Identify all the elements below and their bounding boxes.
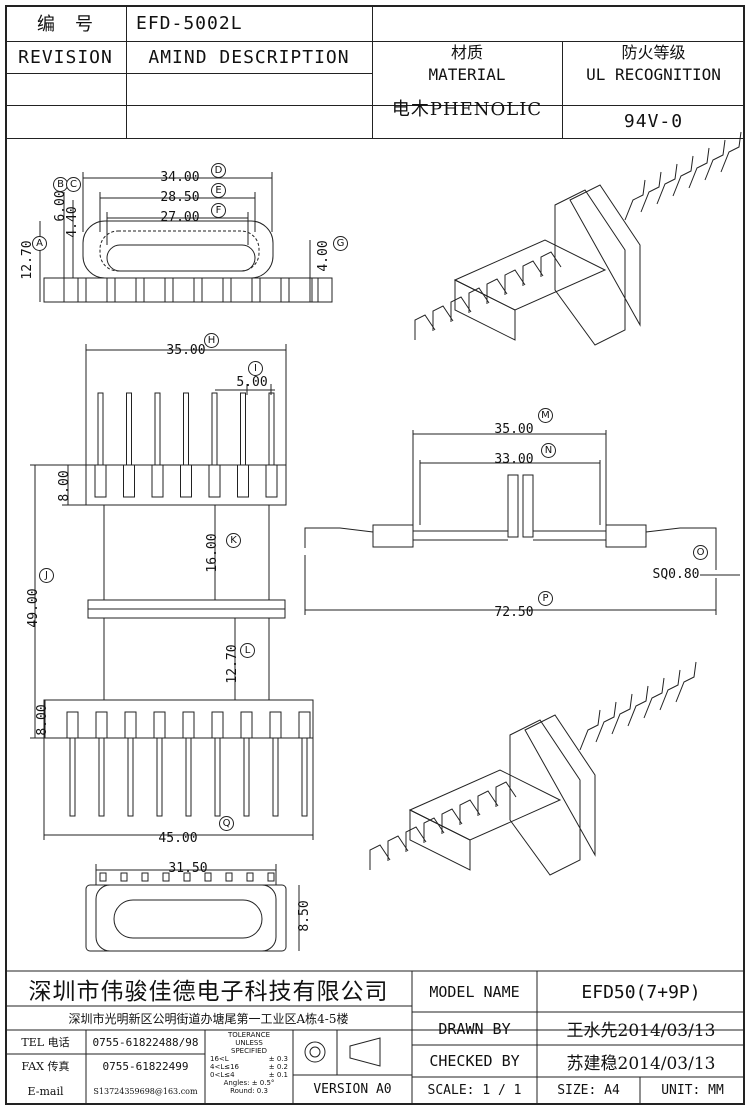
ul-en: UL RECOGNITION xyxy=(586,64,721,84)
callout-a: A xyxy=(32,236,47,251)
callout-h: H xyxy=(204,333,219,348)
dim-12-7-b: 12.70 xyxy=(224,644,240,684)
callout-q: Q xyxy=(219,816,234,831)
isometric-top-view xyxy=(414,131,742,346)
tol-round: Round: 0.3 xyxy=(230,1087,268,1095)
top-view xyxy=(39,172,333,303)
dim-16: 16.00 xyxy=(204,533,220,573)
tol-value-1: ± 0.3 xyxy=(268,1055,288,1063)
tol-range-3: 0<L≤4 xyxy=(210,1071,235,1079)
checked-label: CHECKED BY xyxy=(429,1052,520,1070)
front-view xyxy=(30,344,314,840)
size-label: SIZE: A4 xyxy=(557,1083,620,1098)
callout-m: M xyxy=(538,408,553,423)
description-label: AMIND DESCRIPTION xyxy=(148,46,350,68)
tol-angles: Angles: ± 0.5° xyxy=(223,1079,275,1087)
dim-8-a: 8.00 xyxy=(56,470,72,502)
dim-8-5: 8.50 xyxy=(296,900,312,932)
fax-label: FAX 传真 xyxy=(21,1060,70,1073)
drawn-value: 王水先2014/03/13 xyxy=(566,1021,716,1041)
dim-72-5: 72.50 xyxy=(494,604,534,620)
company-name: 深圳市伟骏佳德电子科技有限公司 xyxy=(28,979,389,1005)
model-label: MODEL NAME xyxy=(429,983,520,1001)
tolerance-block: TOLERANCE UNLESS SPECIFIED 16<L ± 0.3 4<L… xyxy=(206,1031,292,1104)
tol-range-1: 16<L xyxy=(210,1055,229,1063)
tolerance-title: TOLERANCE xyxy=(227,1031,271,1039)
company-address: 深圳市光明新区公明街道办塘尾第一工业区A栋4-5楼 xyxy=(68,1011,349,1026)
callout-p: P xyxy=(538,591,553,606)
revision-label: REVISION xyxy=(18,46,113,68)
dim-27: 27.00 xyxy=(160,209,200,225)
dim-4: 4.00 xyxy=(315,240,331,272)
scale-label: SCALE: 1 / 1 xyxy=(427,1083,522,1098)
email-value: S13724359698@163.com xyxy=(93,1086,198,1096)
ul-value: 94V-0 xyxy=(623,111,684,132)
isometric-bottom-view xyxy=(369,661,697,876)
callout-l: L xyxy=(240,643,255,658)
drawing-sheet xyxy=(5,5,745,1105)
dim-sq: SQ0.80 xyxy=(652,566,700,582)
dim-45: 45.00 xyxy=(158,830,198,846)
dim-49: 49.00 xyxy=(25,588,41,628)
side-view xyxy=(304,430,740,615)
dim-34: 34.00 xyxy=(160,169,200,185)
callout-f: F xyxy=(211,203,226,218)
callout-n: N xyxy=(541,443,556,458)
dim-33: 33.00 xyxy=(494,451,534,467)
tol-value-3: ± 0.1 xyxy=(268,1071,288,1079)
unit-label: UNIT: MM xyxy=(661,1083,724,1098)
tolerance-unless: UNLESS xyxy=(235,1039,263,1047)
dim-4-4: 4.40 xyxy=(64,206,80,238)
dim-8-b: 8.00 xyxy=(34,704,50,736)
callout-i: I xyxy=(248,361,263,376)
callout-e: E xyxy=(211,183,226,198)
bottom-view xyxy=(85,864,300,952)
email-label: E-mail xyxy=(27,1084,64,1098)
footer-grid xyxy=(5,970,745,1105)
dim-28-5: 28.50 xyxy=(160,189,200,205)
tol-value-2: ± 0.2 xyxy=(268,1063,288,1071)
material-en: MATERIAL xyxy=(428,64,506,84)
model-value: EFD50(7+9P) xyxy=(581,981,701,1003)
dim-35-a: 35.00 xyxy=(166,342,206,358)
tolerance-specified: SPECIFIED xyxy=(231,1047,267,1055)
dim-31-5: 31.50 xyxy=(168,860,208,876)
callout-d: D xyxy=(211,163,226,178)
material-value: 电木PHENOLIC xyxy=(391,99,543,120)
material-cn: 材质 xyxy=(450,43,483,62)
tol-range-2: 4<L≤16 xyxy=(210,1063,239,1071)
checked-value: 苏建稳2014/03/13 xyxy=(566,1053,716,1074)
dim-5: 5.00 xyxy=(236,374,268,390)
tel-value: 0755-61822488/98 xyxy=(92,1035,199,1049)
callout-o: O xyxy=(693,545,708,560)
ul-cn: 防火等级 xyxy=(621,43,686,62)
drawn-label: DRAWN BY xyxy=(438,1019,511,1038)
callout-k: K xyxy=(226,533,241,548)
fax-value: 0755-61822499 xyxy=(102,1059,189,1073)
callout-g: G xyxy=(333,236,348,251)
callout-j: J xyxy=(39,568,54,583)
code-value: EFD-5002L xyxy=(136,12,243,34)
dim-35-b: 35.00 xyxy=(494,421,534,437)
tel-label: TEL 电话 xyxy=(21,1036,70,1049)
code-label: 编 号 xyxy=(37,14,94,35)
version: VERSION A0 xyxy=(313,1082,392,1097)
callout-c: C xyxy=(66,177,81,192)
